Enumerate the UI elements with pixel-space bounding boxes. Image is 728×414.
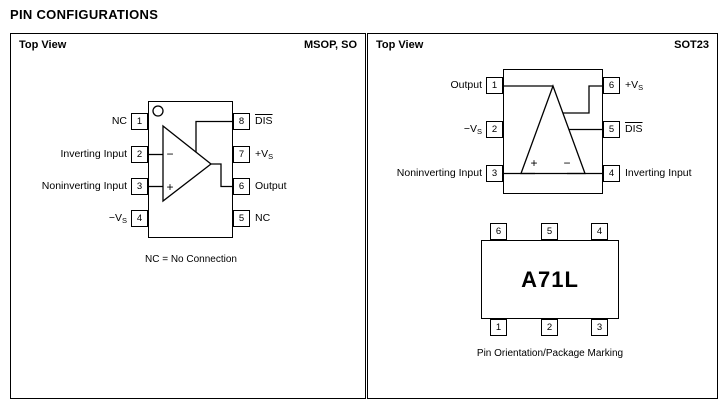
label-text: NC	[255, 212, 271, 224]
msop-pin-2-box: 2	[131, 146, 148, 163]
label-text: −V	[463, 123, 477, 135]
sot23-panel: Top View SOT23 + − Output 1 −VS 2 Noninv…	[367, 33, 718, 399]
label-text: Output	[450, 79, 482, 91]
msop-pin-6-box: 6	[233, 178, 250, 195]
marking-pin-3-box: 3	[591, 319, 608, 336]
sot23-pin-6-box: 6	[603, 77, 620, 94]
msop-pin-5-box: 5	[233, 210, 250, 227]
page-title: PIN CONFIGURATIONS	[10, 7, 159, 22]
msop-pin-4-box: 4	[131, 210, 148, 227]
sot23-pin-3-box: 3	[486, 165, 503, 182]
package-marking-code: A71L	[521, 266, 579, 292]
marking-caption: Pin Orientation/Package Marking	[476, 348, 624, 359]
label-text: Noninverting Input	[396, 167, 482, 179]
sot23-pin-1-box: 1	[486, 77, 503, 94]
top-view-label: Top View	[376, 39, 424, 51]
label-text: NC	[111, 115, 127, 127]
marking-pin-5-box: 5	[541, 223, 558, 240]
msop-pin-1-box: 1	[131, 113, 148, 130]
msop-pin-7-label: +VS	[255, 146, 273, 163]
msop-pin-5-label: NC	[255, 210, 270, 227]
label-text: Inverting Input	[625, 167, 692, 179]
label-text: +V	[255, 148, 269, 160]
msop-pin-8-box: 8	[233, 113, 250, 130]
sot23-pin-2-box: 2	[486, 121, 503, 138]
package-name-label: MSOP, SO	[304, 39, 357, 51]
ic-package-outline	[148, 101, 233, 238]
msop-pin-4-label: −VS	[11, 210, 127, 227]
sot23-pin-6-label: +VS	[625, 77, 643, 94]
msop-pin-3-label: Noninverting Input	[11, 178, 127, 195]
marking-pin-1-box: 1	[490, 319, 507, 336]
sot23-pin-5-label: DIS	[625, 121, 643, 138]
msop-pin-2-label: Inverting Input	[11, 146, 127, 163]
package-marking-outline: A71L	[481, 240, 619, 319]
label-subscript: S	[638, 83, 644, 92]
msop-pin-3-box: 3	[131, 178, 148, 195]
msop-pin-8-label: DIS	[255, 113, 273, 130]
label-text: DIS	[255, 115, 273, 127]
nc-note: NC = No Connection	[145, 254, 237, 265]
msop-pin-1-label: NC	[11, 113, 127, 130]
label-text: Inverting Input	[60, 148, 127, 160]
msop-pin-7-box: 7	[233, 146, 250, 163]
sot23-pin-1-label: Output	[368, 77, 482, 94]
ic-package-outline	[503, 69, 603, 194]
label-text: DIS	[625, 123, 643, 135]
label-subscript: S	[476, 127, 482, 136]
label-text: Noninverting Input	[41, 180, 127, 192]
sot23-pin-2-label: −VS	[368, 121, 482, 138]
msop-so-panel: Top View MSOP, SO − + NC 1 Inverting Inp…	[10, 33, 366, 399]
label-text: Output	[255, 180, 287, 192]
label-subscript: S	[268, 152, 274, 161]
marking-pin-2-box: 2	[541, 319, 558, 336]
top-view-label: Top View	[19, 39, 67, 51]
sot23-pin-3-label: Noninverting Input	[368, 165, 482, 182]
sot23-pin-4-label: Inverting Input	[625, 165, 692, 182]
marking-pin-6-box: 6	[490, 223, 507, 240]
label-text: +V	[625, 79, 639, 91]
label-text: −V	[108, 212, 122, 224]
msop-pin-6-label: Output	[255, 178, 287, 195]
sot23-pin-5-box: 5	[603, 121, 620, 138]
sot23-pin-4-box: 4	[603, 165, 620, 182]
package-name-label: SOT23	[674, 39, 709, 51]
label-subscript: S	[121, 216, 127, 225]
marking-pin-4-box: 4	[591, 223, 608, 240]
